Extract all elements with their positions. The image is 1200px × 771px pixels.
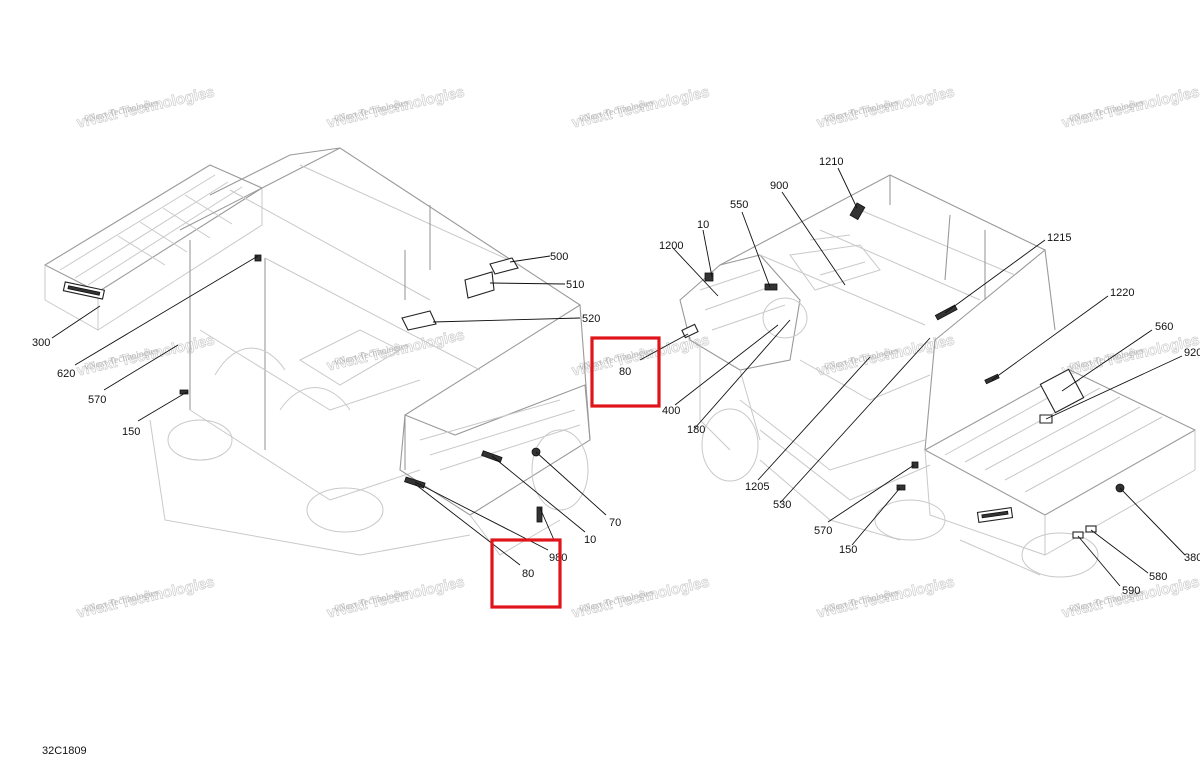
decal-10: [481, 450, 503, 463]
callout-300: 300: [32, 337, 50, 349]
decal-580: [1085, 525, 1097, 533]
right-callout-labels: 1210 900 550 10 1200 1215 1220 560 920 8…: [619, 156, 1200, 597]
callout-180: 180: [687, 424, 705, 436]
callout-520: 520: [582, 313, 600, 325]
right-vehicle-illustration: [679, 174, 1197, 578]
callout-1215: 1215: [1047, 232, 1071, 244]
callout-500: 500: [550, 251, 568, 263]
decal-500: [489, 257, 519, 275]
decal-510: [464, 271, 495, 299]
callout-1210: 1210: [819, 156, 843, 168]
decal-570-right: [911, 461, 919, 469]
callout-550: 550: [730, 199, 748, 211]
callout-380: 380: [1184, 552, 1200, 564]
callout-570-right: 570: [814, 525, 832, 537]
decal-620: [254, 254, 262, 262]
decal-1210: [849, 202, 866, 221]
callout-590: 590: [1122, 585, 1140, 597]
watermark: vNext Technologies vNext Technologies: [1060, 331, 1200, 380]
watermark: vNext Technologies vNext Technologies: [570, 573, 712, 622]
watermark: vNext Technologies vNext Technologies: [325, 83, 467, 132]
watermark: vNext Technologies vNext Technologies: [75, 573, 217, 622]
watermark: vNext Technologies vNext Technologies: [815, 331, 957, 380]
callout-530: 530: [773, 499, 791, 511]
callout-1220: 1220: [1110, 287, 1134, 299]
highlight-box-80-right: [590, 336, 661, 408]
watermark: vNext Technologies vNext Technologies: [1060, 83, 1200, 132]
highlight-boxes: [490, 336, 661, 609]
callout-150: 150: [122, 426, 140, 438]
watermark: vNext Technologies vNext Technologies: [815, 573, 957, 622]
decal-980: [404, 476, 426, 489]
callout-560: 560: [1155, 321, 1173, 333]
callout-10-right: 10: [697, 219, 709, 231]
watermark: vNext Technologies vNext Technologies: [815, 83, 957, 132]
watermark: vNext Technologies vNext Technologies: [1060, 573, 1200, 622]
decal-150-right: [896, 484, 906, 491]
highlight-box-80-left: [490, 538, 562, 609]
left-vehicle-illustration: [43, 147, 591, 556]
decal-1220: [984, 373, 1000, 385]
drawing-code: 32C1809: [42, 745, 87, 757]
decal-1200: [704, 272, 714, 282]
callout-10: 10: [584, 534, 596, 546]
callout-620: 620: [57, 368, 75, 380]
callout-1200: 1200: [659, 240, 683, 252]
decal-590: [1072, 531, 1084, 539]
left-decals: [62, 254, 543, 523]
decal-400: [681, 323, 699, 339]
callout-510: 510: [566, 279, 584, 291]
callout-70: 70: [609, 517, 621, 529]
callout-980: 980: [549, 552, 567, 564]
watermark: vNext Technologies vNext Technologies: [325, 573, 467, 622]
callout-580: 580: [1149, 571, 1167, 583]
left-callout-labels: 300 620 570 150 500 510 520 70 10 980 80: [32, 251, 621, 580]
watermark: vNext Technologies vNext Technologies: [75, 331, 217, 380]
watermark: vNext Technologies vNext Technologies: [75, 83, 217, 132]
callout-80-right: 80: [619, 366, 631, 378]
watermark: vNext Technologies vNext Technologies: [325, 326, 467, 375]
watermark: vNext Technologies vNext Technologies: [570, 83, 712, 132]
callout-570: 570: [88, 394, 106, 406]
decal-520: [401, 310, 437, 331]
callout-80: 80: [522, 568, 534, 580]
callout-150-right: 150: [839, 544, 857, 556]
callout-1205: 1205: [745, 481, 769, 493]
callout-900: 900: [770, 180, 788, 192]
callout-400: 400: [662, 405, 680, 417]
decal-80: [536, 506, 543, 523]
right-leaders: [639, 167, 1186, 587]
decal-550: [764, 283, 778, 291]
callout-920: 920: [1184, 347, 1200, 359]
